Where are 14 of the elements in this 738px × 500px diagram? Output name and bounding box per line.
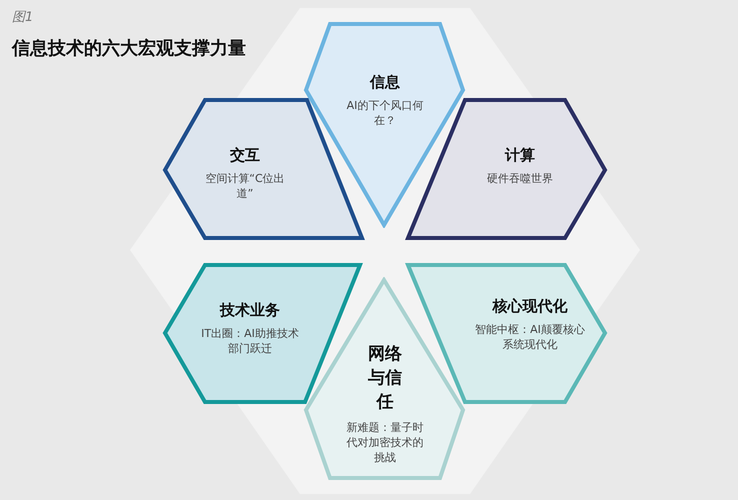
panel-heading: 核心现代化 [491,296,568,316]
panel-heading: 交互 [229,145,261,165]
panel-heading: 技术业务 [218,300,281,320]
title: 信息技术的六大宏观支撑力量 [12,37,246,60]
panel-text: IT出圈：AI助推技术部门跃迁 [200,326,300,356]
panel-text: AI的下个风口何在？ [346,98,424,128]
panel-heading: 计算 [504,145,536,165]
panel-text: 新难题：量子时代对加密技术的挑战 [346,420,424,465]
panel-heading: 网络与信任 [367,343,403,414]
panel-text: 空间计算“C位出道” [205,171,285,201]
panel-heading: 信息 [368,72,401,92]
panel-text: 智能中枢：AI颠覆核心系统现代化 [474,322,586,352]
panel-text: 硬件吞噬世界 [486,171,554,186]
figure-number: 图1 [12,9,34,26]
